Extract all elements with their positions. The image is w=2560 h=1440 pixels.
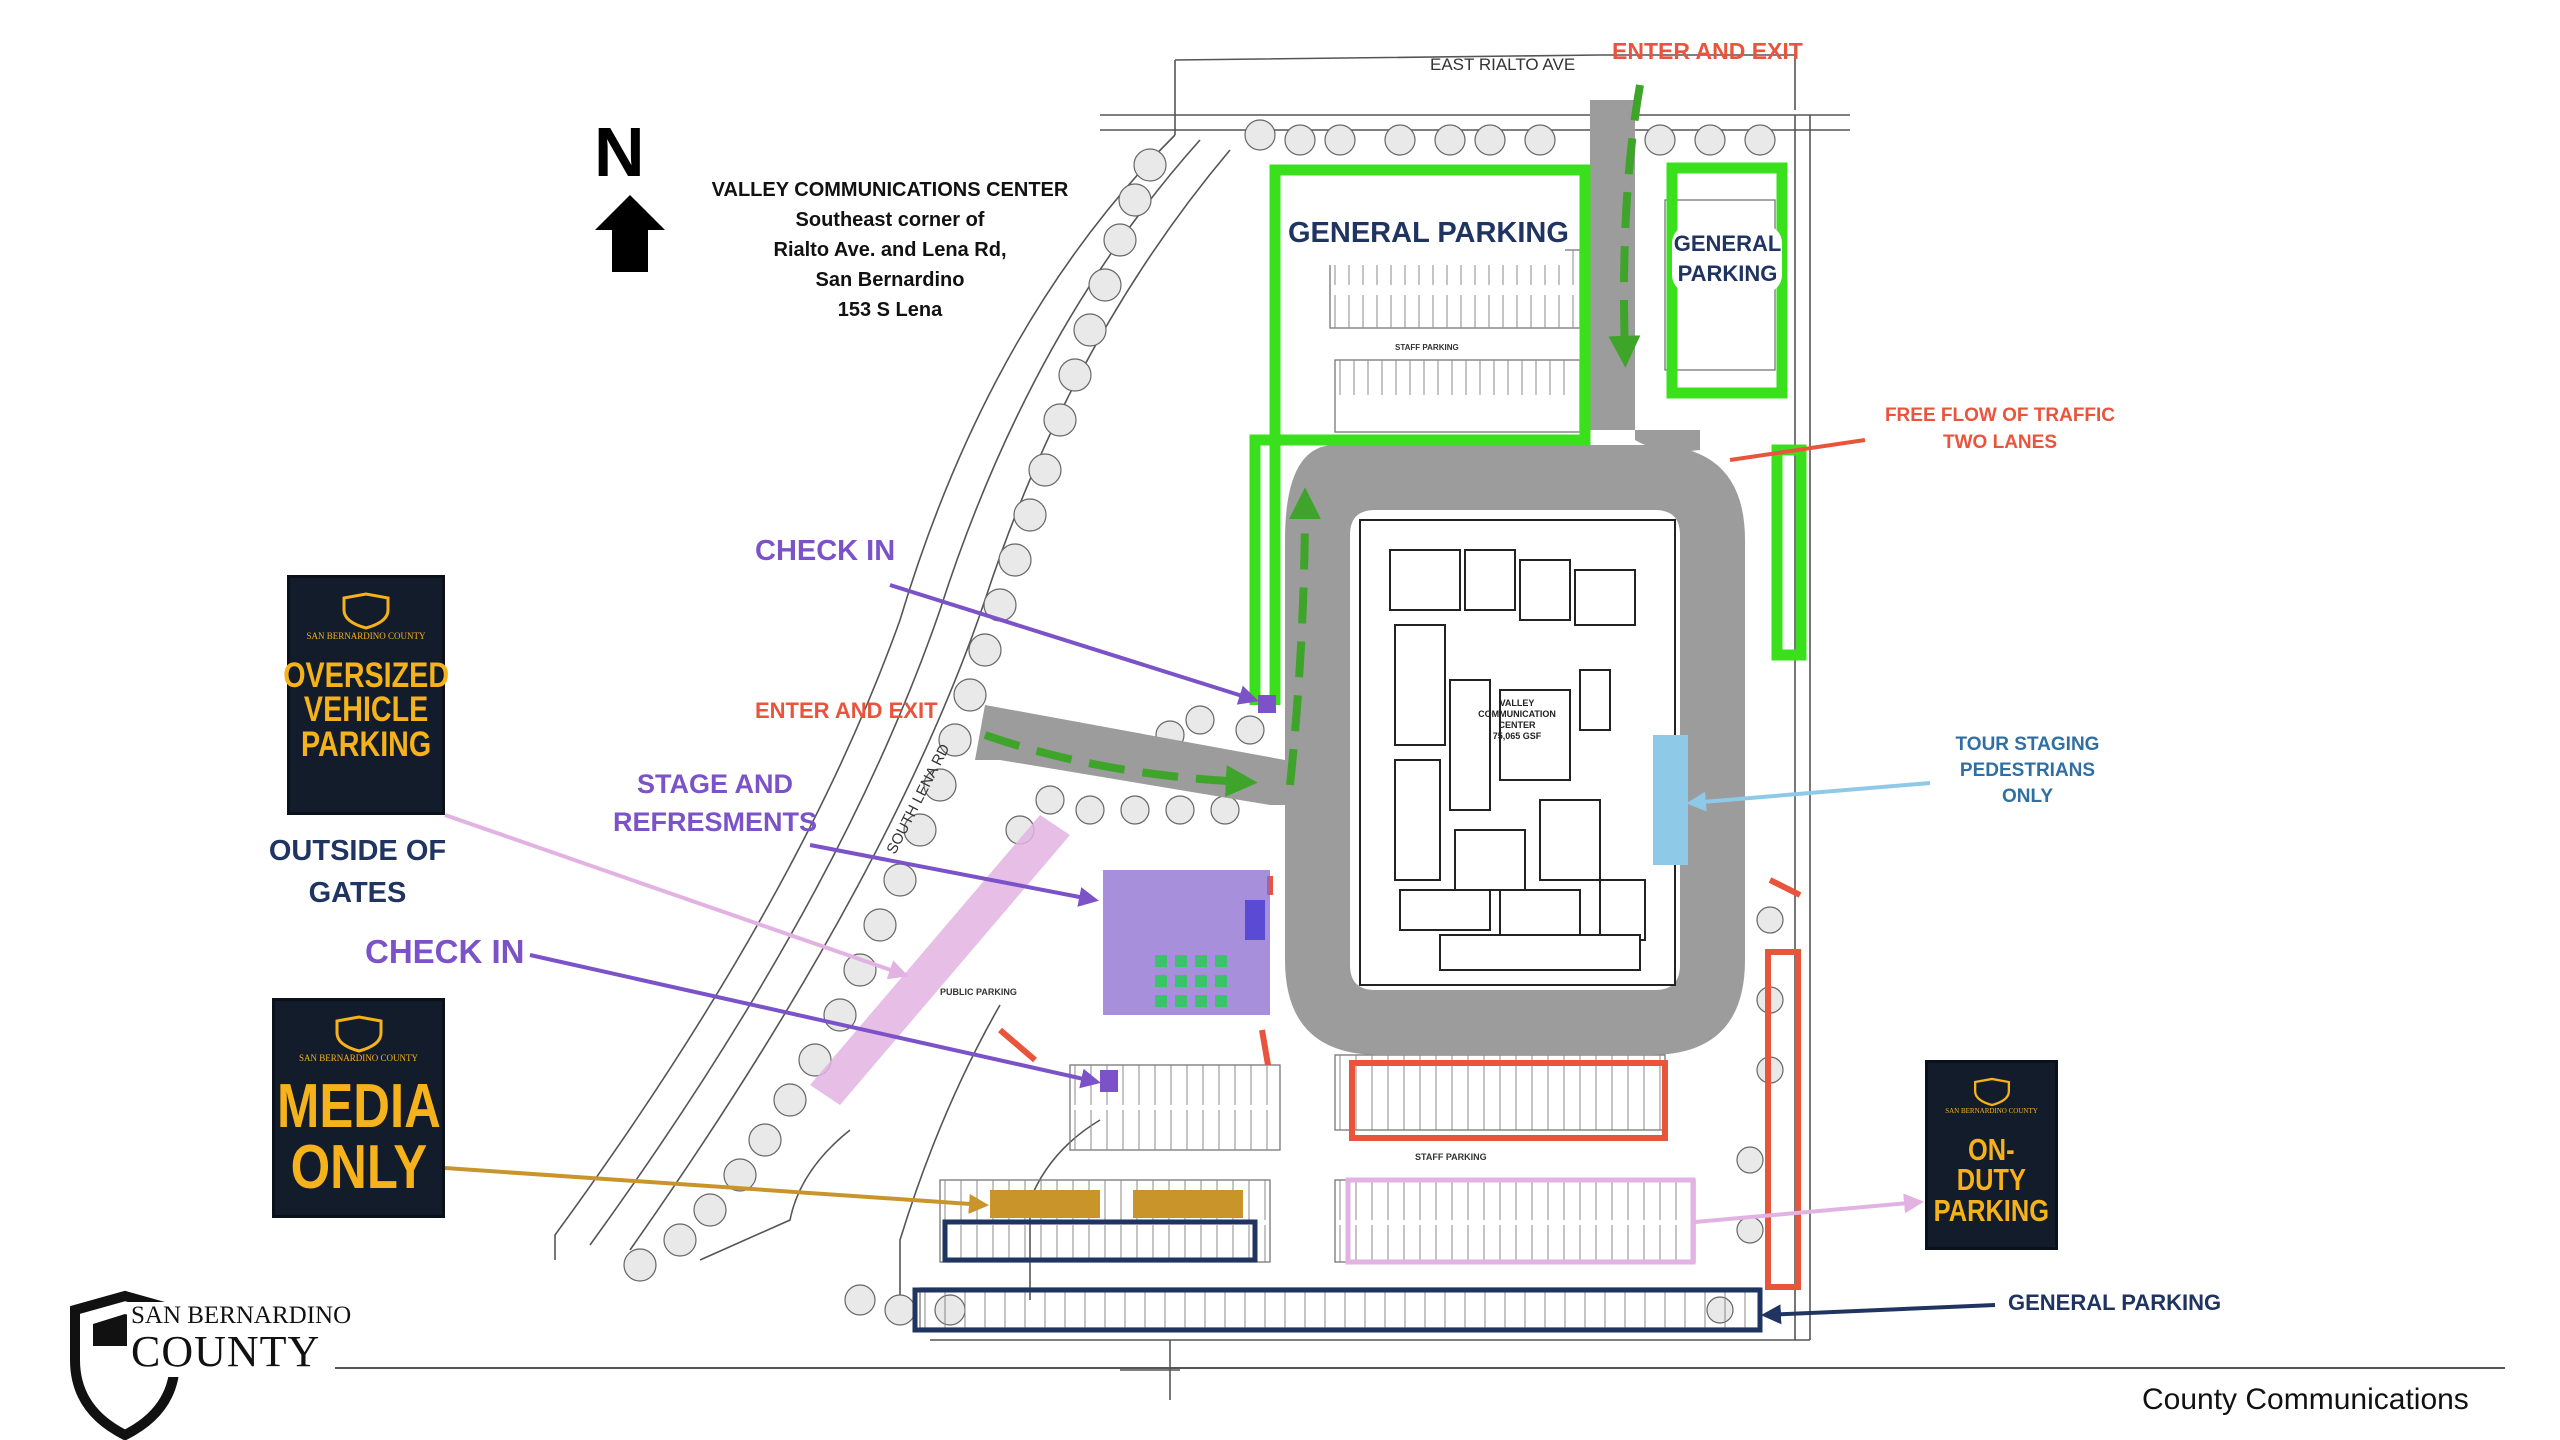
stage-area <box>1103 870 1270 1015</box>
county-shield-icon <box>342 592 390 630</box>
location-line: Rialto Ave. and Lena Rd, <box>773 239 1007 261</box>
general-parking-ne-line: GENERAL <box>1673 231 1782 256</box>
outside-gates-line: OUTSIDE OF <box>268 835 447 867</box>
svg-text:CENTER: CENTER <box>1498 720 1536 730</box>
check-in-lower-label: CHECK IN <box>365 933 525 970</box>
stage-platform <box>1245 900 1265 940</box>
north-arrow-icon <box>595 195 665 272</box>
location-line: VALLEY COMMUNICATIONS CENTER <box>711 179 1069 201</box>
tour-staging-label: TOUR STAGING PEDESTRIANS ONLY <box>1935 732 2120 810</box>
media-only-sign: SAN BERNARDINO COUNTY MEDIA ONLY <box>272 998 445 1218</box>
on-duty-parking-zone <box>1345 1177 1696 1265</box>
general-parking-nw-bg <box>1295 210 1565 265</box>
staff-parking-bottom: STAFF PARKING <box>1415 1152 1487 1162</box>
county-shield-icon <box>335 1015 382 1053</box>
staff-parking-top: STAFF PARKING <box>1395 343 1459 352</box>
footer-credit: County Communications <box>2142 1383 2469 1416</box>
building-label: VALLEY COMMUNICATION CENTER 75,065 GSF <box>1478 698 1556 741</box>
free-flow-label: FREE FLOW OF TRAFFIC TWO LANES <box>1870 402 2130 456</box>
outside-gates-label: OUTSIDE OF GATES <box>250 830 465 914</box>
general-parking-bottom-label: GENERAL PARKING <box>2008 1290 2222 1315</box>
leader-arrows <box>444 438 1996 1325</box>
sign-line: PARKING <box>300 724 432 764</box>
county-logo-line2: COUNTY <box>127 1326 325 1377</box>
county-logo-line1: SAN BERNARDINO <box>127 1302 356 1330</box>
sign-line: OVERSIZED <box>283 656 449 695</box>
stage-tables <box>1155 955 1227 1007</box>
location-block: VALLEY COMMUNICATIONS CENTER Southeast c… <box>680 175 1100 325</box>
county-shield-icon <box>1973 1077 2010 1107</box>
general-parking-ne-line: PARKING <box>1677 261 1778 286</box>
traffic-flow-arrows <box>983 84 1644 798</box>
enter-exit-left-label: ENTER AND EXIT <box>755 698 938 723</box>
location-line: San Bernardino <box>815 269 965 291</box>
tour-staging-line: PEDESTRIANS <box>1959 760 2096 781</box>
outside-gates-line: GATES <box>308 877 407 909</box>
street-name-rialto: EAST RIALTO AVE <box>1430 55 1575 74</box>
tour-staging-line: TOUR STAGING <box>1955 734 2100 755</box>
svg-text:VALLEY: VALLEY <box>1500 698 1535 708</box>
media-parking-zone-a <box>990 1190 1100 1218</box>
check-in-booth-lower <box>1100 1070 1118 1092</box>
svg-text:COMMUNICATION: COMMUNICATION <box>1478 709 1556 719</box>
svg-text:75,065 GSF: 75,065 GSF <box>1493 731 1542 741</box>
general-parking-ne-bg <box>1672 225 1782 293</box>
on-duty-zones <box>998 876 1802 1290</box>
location-line: 153 S Lena <box>837 299 943 321</box>
stall-ticks <box>924 250 1746 1328</box>
sign-text: ON-DUTY PARKING <box>1933 1132 2050 1228</box>
general-parking-ne-label: GENERAL PARKING <box>1665 229 1790 289</box>
sign-line: PARKING <box>1933 1192 2050 1228</box>
media-parking-zone-b <box>1133 1190 1243 1218</box>
check-in-upper-label: CHECK IN <box>755 535 896 567</box>
sign-text: MEDIA ONLY <box>276 1072 441 1202</box>
north-label: N <box>594 113 645 191</box>
sign-line: VEHICLE <box>303 690 429 730</box>
sign-emblem-text: SAN BERNARDINO COUNTY <box>298 1053 418 1063</box>
oversized-vehicle-sign: SAN BERNARDINO COUNTY OVERSIZED VEHICLE … <box>283 575 449 815</box>
general-parking-nw-label: GENERAL PARKING <box>1288 217 1569 249</box>
sign-text: OVERSIZED VEHICLE PARKING <box>283 656 449 764</box>
free-flow-line: FREE FLOW OF TRAFFIC <box>1884 405 2116 426</box>
public-parking: PUBLIC PARKING <box>940 987 1017 997</box>
stage-label: STAGE AND REFRESMENTS <box>600 765 830 841</box>
sign-emblem-text: SAN BERNARDINO COUNTY <box>1945 1107 2038 1115</box>
stage-line: STAGE AND <box>636 769 793 799</box>
sign-line: ON-DUTY <box>1956 1132 2027 1198</box>
location-line: Southeast corner of <box>795 209 985 231</box>
on-duty-sign: SAN BERNARDINO COUNTY ON-DUTY PARKING <box>1925 1060 2058 1250</box>
general-parking-bottom-zones <box>912 1219 1763 1333</box>
free-flow-line: TWO LANES <box>1943 432 2057 453</box>
stage-line: REFRESMENTS <box>612 807 818 837</box>
county-logo: SAN BERNARDINO COUNTY <box>65 1290 356 1440</box>
building-footprint <box>1359 519 1676 986</box>
tour-staging-line: ONLY <box>2001 786 2054 807</box>
sign-line: ONLY <box>290 1132 427 1202</box>
enter-exit-top-label: ENTER AND EXIT <box>1612 38 1803 64</box>
sign-emblem-text: SAN BERNARDINO COUNTY <box>306 631 426 641</box>
tour-staging-zone <box>1653 735 1688 865</box>
check-in-booth-upper <box>1258 695 1276 713</box>
sign-line: MEDIA <box>276 1072 441 1141</box>
site-linework <box>554 54 1850 1400</box>
general-parking-zones <box>1249 162 1807 705</box>
